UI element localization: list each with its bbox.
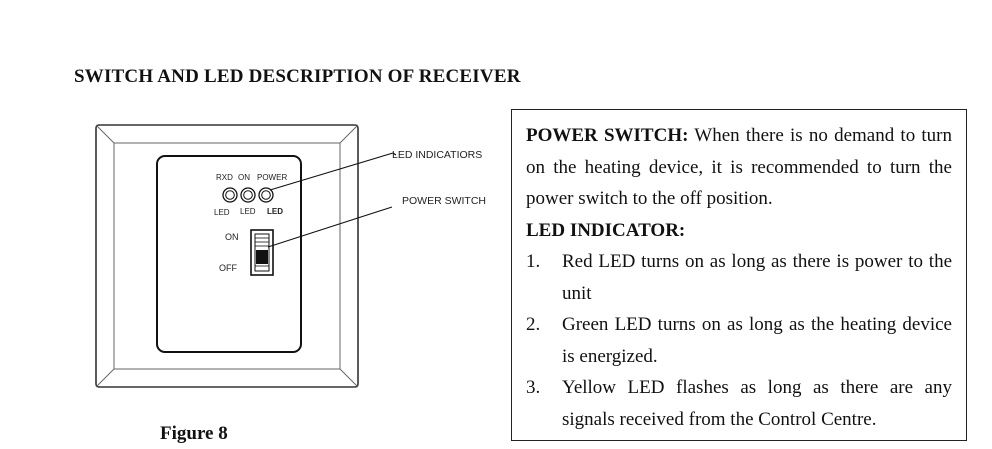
- callout-line-led-tick: [392, 152, 397, 156]
- power-switch-title: POWER SWITCH:: [526, 125, 689, 146]
- list-item-number: 1.: [526, 251, 541, 272]
- list-item: 3. Yellow LED flashes as long as there a…: [526, 372, 952, 435]
- label-led-1: LED: [214, 208, 230, 217]
- bevel-line: [95, 124, 115, 144]
- label-led-3: LED: [267, 207, 283, 216]
- list-item-text: Yellow LED flashes as long as there are …: [562, 377, 952, 430]
- front-panel: [156, 155, 302, 353]
- led-indicator-list: 1. Red LED turns on as long as there is …: [526, 246, 952, 435]
- figure-caption: Figure 8: [160, 423, 228, 444]
- callout-line-led: [269, 152, 394, 191]
- list-item-text: Red LED turns on as long as there is pow…: [562, 251, 952, 304]
- label-power-top: POWER: [257, 173, 287, 182]
- description-box: POWER SWITCH: When there is no demand to…: [511, 109, 967, 441]
- callout-line-switch: [267, 206, 393, 248]
- housing-outer: [95, 124, 359, 388]
- led-on: [240, 187, 256, 203]
- label-switch-off: OFF: [219, 263, 237, 273]
- callout-power-switch: POWER SWITCH: [402, 195, 486, 207]
- label-rxd: RXD: [216, 173, 233, 182]
- list-item-number: 2.: [526, 314, 541, 335]
- page-heading: SWITCH AND LED DESCRIPTION OF RECEIVER: [74, 66, 521, 87]
- power-switch-text: When there is no demand to turn on the h…: [526, 125, 952, 209]
- power-switch-paragraph: POWER SWITCH: When there is no demand to…: [526, 120, 952, 215]
- led-indicator-title: LED INDICATOR:: [526, 219, 686, 241]
- bevel-line: [95, 368, 115, 388]
- list-item-number: 3.: [526, 377, 541, 398]
- receiver-figure: RXD ON POWER LED LED LED ON OFF: [95, 124, 486, 444]
- bevel-line: [339, 368, 359, 388]
- receiver-diagram: RXD ON POWER LED LED LED ON OFF: [95, 124, 486, 388]
- housing-inner: [113, 142, 341, 370]
- bevel-line: [339, 124, 359, 144]
- list-item-text: Green LED turns on as long as the heatin…: [562, 314, 952, 367]
- led-power: [258, 187, 274, 203]
- label-on-top: ON: [238, 173, 250, 182]
- callout-led-indicators: LED INDICATIORS: [392, 149, 482, 161]
- led-rxd: [222, 187, 238, 203]
- power-switch[interactable]: [250, 229, 274, 276]
- label-switch-on: ON: [225, 232, 239, 242]
- list-item: 2. Green LED turns on as long as the hea…: [526, 309, 952, 372]
- list-item: 1. Red LED turns on as long as there is …: [526, 246, 952, 309]
- label-led-2: LED: [240, 207, 256, 216]
